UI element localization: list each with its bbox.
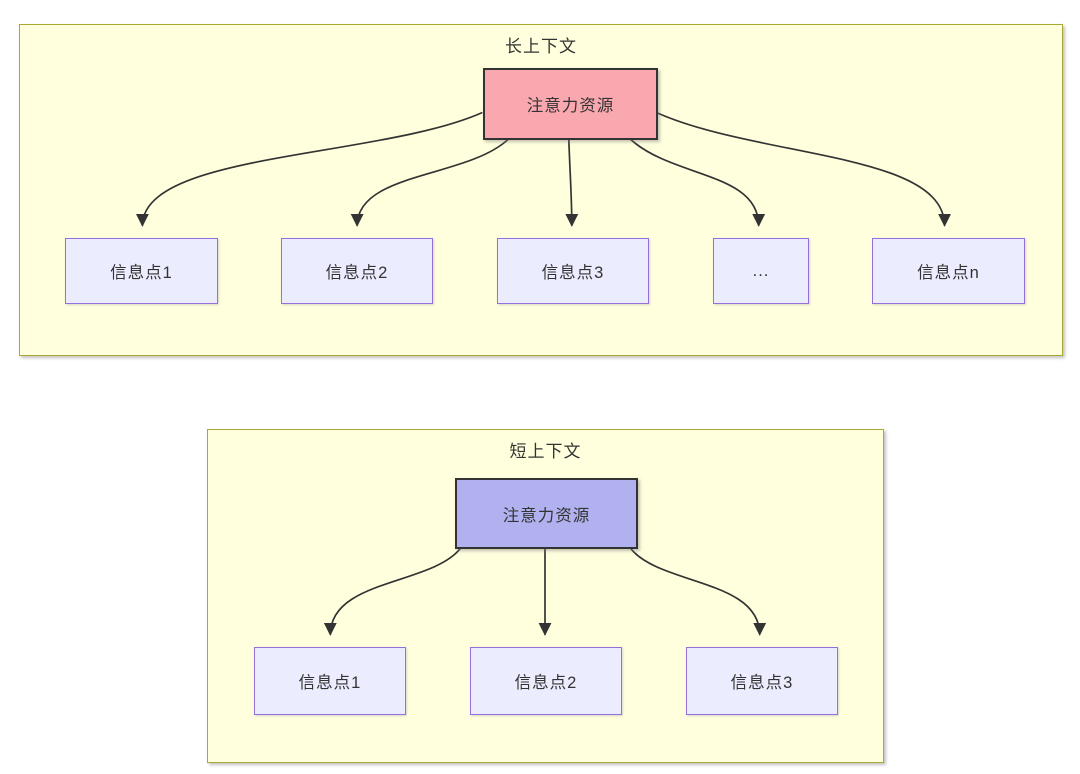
info-node-n: 信息点n <box>872 238 1025 304</box>
cluster-long-context: 长上下文 注意力资源 信息点1 信息点2 信息点3 ... 信息点n <box>19 24 1063 356</box>
edge-to-info-ellipsis <box>629 138 766 227</box>
attention-resource-node-short: 注意力资源 <box>455 478 638 549</box>
edge-to-info-3 <box>629 547 767 636</box>
attention-resource-node-long: 注意力资源 <box>483 68 658 140</box>
cluster-title-short-context: 短上下文 <box>509 442 582 461</box>
edge-to-info-n <box>655 111 951 227</box>
info-node-3: 信息点3 <box>497 238 649 304</box>
info-node-2: 信息点2 <box>281 238 433 304</box>
edge-to-info-1 <box>135 111 483 227</box>
info-node-1: 信息点1 <box>65 238 218 304</box>
cluster-title-long-context: 长上下文 <box>505 37 577 56</box>
info-node-2: 信息点2 <box>470 647 622 715</box>
info-node-ellipsis: ... <box>713 238 809 304</box>
cluster-short-context: 短上下文 注意力资源 信息点1 信息点2 信息点3 <box>207 429 884 763</box>
info-node-3: 信息点3 <box>686 647 838 715</box>
edge-to-info-2 <box>350 138 509 227</box>
edge-to-info-3 <box>565 139 579 227</box>
info-node-1: 信息点1 <box>254 647 406 715</box>
edge-to-info-1 <box>323 547 462 636</box>
